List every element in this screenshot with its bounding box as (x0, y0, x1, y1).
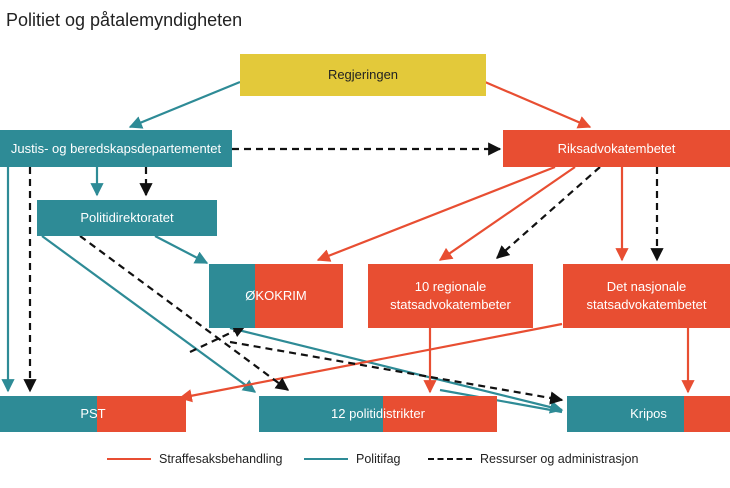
line-nasjonale-pst (178, 322, 563, 403)
node-pst-teal-part (0, 396, 97, 432)
legend-politi-swatch (304, 458, 348, 460)
line-distrikter-okokrim-dashed (189, 325, 247, 353)
legend-straff-swatch (107, 458, 151, 460)
politifag-lines (1, 80, 564, 414)
legend-straff: Straffesaksbehandling (107, 452, 282, 466)
node-politidirektoratet-label: Politidirektoratet (80, 210, 174, 226)
node-kripos-red-part (684, 396, 730, 432)
node-kripos-label: Kripos (630, 406, 667, 422)
node-justis: Justis- og beredskapsdepartementet (0, 130, 232, 167)
line-riks-regionale-dashed (496, 166, 601, 259)
legend-straff-label: Straffesaksbehandling (159, 452, 283, 466)
node-justis-label: Justis- og beredskapsdepartementet (10, 140, 222, 156)
node-politidistrikter: 12 politidistrikter (259, 396, 497, 432)
node-riksadvokat-label: Riksadvokatembetet (557, 140, 676, 156)
node-okokrim-teal-part (209, 264, 255, 328)
straff-lines (178, 80, 695, 403)
node-regjeringen: Regjeringen (240, 54, 486, 96)
line-politidir-okokrim (154, 235, 209, 264)
node-pst-label: PST (80, 406, 106, 422)
node-nasjonale-label: Det nasjonale statsadvokatembetet (586, 279, 707, 312)
node-politidirektoratet: Politidirektoratet (37, 200, 217, 236)
legend-ressurs: Ressurser og administrasjon (428, 452, 638, 466)
diagram-title: Politiet og påtalemyndigheten (6, 10, 243, 30)
node-politidistrikter-teal-part (259, 396, 383, 432)
node-politidistrikter-red-part (383, 396, 497, 432)
node-okokrim-red-part (255, 264, 343, 328)
line-okokrim-kripos (229, 326, 564, 414)
line-politidir-kripos (439, 388, 563, 414)
legend-ressurs-swatch (428, 458, 472, 460)
node-pst: PST (0, 396, 186, 432)
node-nasjonale: Det nasjonale statsadvokatembetet (563, 264, 730, 328)
node-okokrim-label: ØKOKRIM (245, 288, 307, 304)
legend-ressurs-label: Ressurser og administrasjon (480, 452, 639, 466)
node-regionale: 10 regionale statsadvokatembeter (368, 264, 533, 328)
node-riksadvokat: Riksadvokatembetet (503, 130, 730, 167)
line-riks-okokrim (316, 165, 556, 262)
node-kripos-teal-part (567, 396, 684, 432)
line-riks-regionale (438, 166, 576, 261)
node-regionale-label: 10 regionale statsadvokatembeter (390, 279, 511, 312)
node-okokrim: ØKOKRIM (209, 264, 343, 328)
legend-politi-label: Politifag (356, 452, 401, 466)
line-politidir-distrikter (41, 235, 257, 393)
line-okokrim-kripos-dashed (229, 340, 564, 405)
legend-politi: Politifag (304, 452, 400, 466)
node-politidistrikter-label: 12 politidistrikter (331, 406, 425, 422)
node-kripos: Kripos (567, 396, 730, 432)
node-regjeringen-label: Regjeringen (327, 67, 399, 83)
node-pst-red-part (97, 396, 186, 432)
line-regjering-justis (128, 80, 241, 129)
line-regjering-riks (484, 80, 592, 129)
ressurs-lines (23, 142, 664, 405)
